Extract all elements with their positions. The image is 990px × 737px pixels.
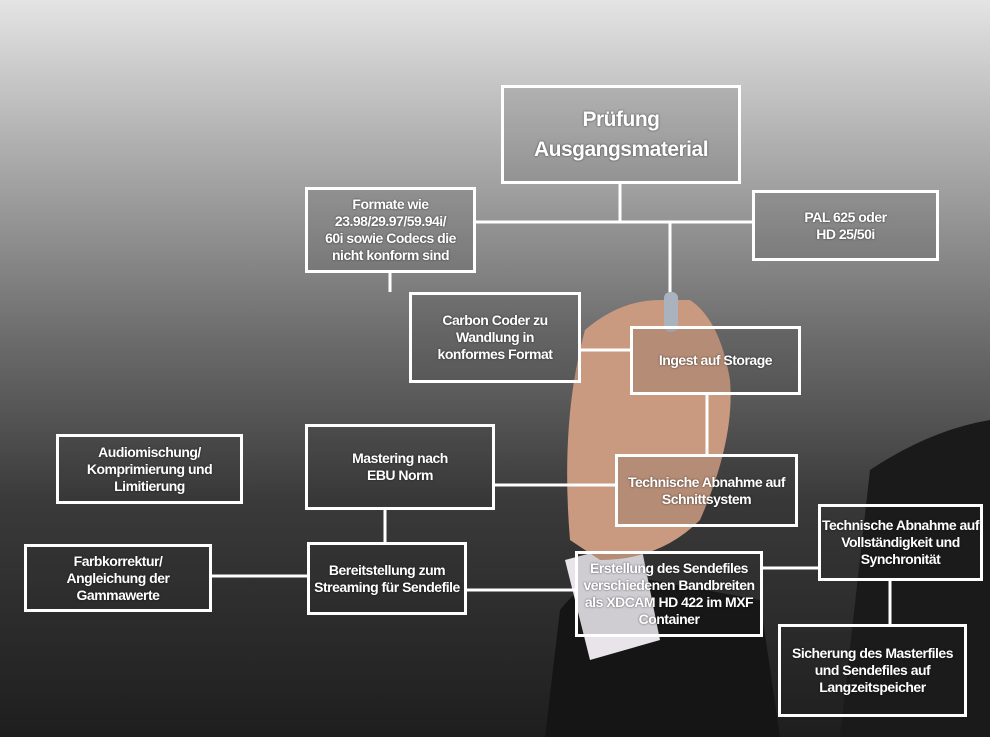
hand-shape [567,300,731,560]
node-label: Sicherung des Masterfiles und Sendefiles… [791,645,954,695]
node-label: Technische Abnahme auf Schnittsystem [627,473,786,507]
node-farbkorrektur: Farbkorrektur/ Angleichung der Gammawert… [24,544,212,612]
node-label: Ingest auf Storage [658,352,773,368]
cuff-shape [565,540,660,660]
node-pal: PAL 625 oder HD 25/50i [752,190,939,261]
node-erstellung-sendefile: Erstellung des Sendefiles verschiedenen … [575,551,763,637]
node-audiomischung: Audiomischung/ Komprimierung und Limitie… [56,434,243,504]
node-formate: Formate wie 23.98/29.97/59.94i/ 60i sowi… [305,187,476,273]
node-label: Formate wie 23.98/29.97/59.94i/ 60i sowi… [325,196,456,263]
node-ingest: Ingest auf Storage [630,326,801,395]
node-pruefung-ausgangsmaterial: Prüfung Ausgangsmaterial [501,85,741,184]
node-label: PAL 625 oder HD 25/50i [804,208,887,242]
connector-lines [211,183,892,624]
node-label: Mastering nach EBU Norm [352,450,448,483]
node-mastering: Mastering nach EBU Norm [305,424,495,510]
node-label: Farbkorrektur/ Angleichung der Gammawert… [66,552,170,603]
node-carbon-coder: Carbon Coder zu Wandlung in konformes Fo… [409,292,581,383]
node-label: Technische Abnahme auf Vollständigkeit u… [821,517,980,567]
node-label: Erstellung des Sendefiles verschiedenen … [583,560,755,627]
node-label: Prüfung Ausgangsmaterial [533,107,709,161]
node-label: Audiomischung/ Komprimierung und Limitie… [86,443,213,494]
node-technische-abnahme-schnittsystem: Technische Abnahme auf Schnittsystem [615,454,798,527]
node-label: Bereitstellung zum Streaming für Sendefi… [314,561,460,595]
node-technische-abnahme-vollstaendigkeit: Technische Abnahme auf Vollständigkeit u… [818,504,983,581]
pen [664,292,678,332]
node-sicherung: Sicherung des Masterfiles und Sendefiles… [778,624,967,717]
node-label: Carbon Coder zu Wandlung in konformes Fo… [437,312,553,362]
node-bereitstellung: Bereitstellung zum Streaming für Sendefi… [307,542,467,615]
